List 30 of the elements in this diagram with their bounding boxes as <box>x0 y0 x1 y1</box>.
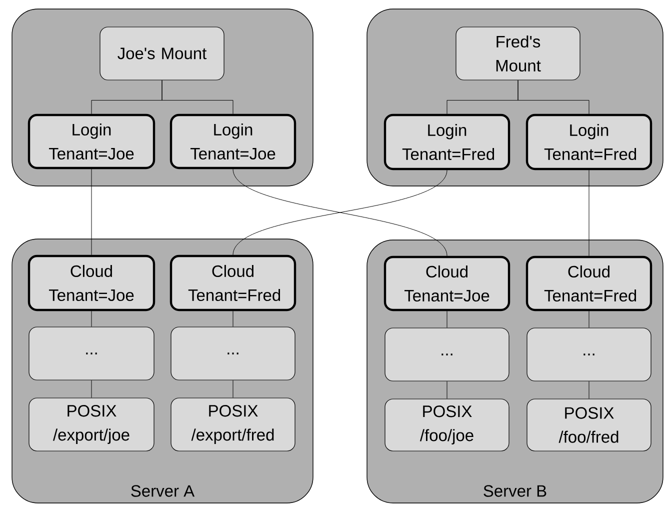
tenant-box: Login Tenant=Fred <box>526 114 652 170</box>
connector-line <box>518 80 590 114</box>
tenant-box: Cloud Tenant=Fred <box>170 254 296 312</box>
layer-box: POSIX /export/fred <box>170 398 296 452</box>
connector-line <box>162 80 234 114</box>
connector-line <box>91 310 92 327</box>
layer-box: ... <box>28 326 154 380</box>
layer-box: POSIX /foo/fred <box>526 398 652 452</box>
tenant-box: Cloud Tenant=Joe <box>28 254 156 312</box>
connector-line <box>588 310 590 328</box>
layer-box: POSIX /export/joe <box>28 398 154 452</box>
layer-box: ... <box>384 328 510 382</box>
tenant-box: Cloud Tenant=Fred <box>526 256 652 312</box>
connector-line <box>446 381 448 399</box>
connector-line <box>588 381 590 399</box>
tenant-box: Login Tenant=Joe <box>28 114 156 170</box>
connector-line <box>91 168 92 256</box>
layer-box: ... <box>170 326 296 380</box>
mount-box: Fred's Mount <box>456 26 580 80</box>
tenant-box: Cloud Tenant=Joe <box>384 256 510 312</box>
layer-box: POSIX /foo/joe <box>384 398 510 452</box>
connector-line <box>588 170 590 256</box>
connector-line <box>91 380 92 398</box>
connector-line <box>446 310 448 328</box>
tenant-box: Login Tenant=Fred <box>384 114 510 170</box>
connector-line <box>232 310 234 327</box>
mount-box: Joe's Mount <box>100 26 224 80</box>
tenant-box: Login Tenant=Joe <box>170 114 296 170</box>
connector-line <box>232 380 234 398</box>
layer-box: ... <box>526 328 652 382</box>
